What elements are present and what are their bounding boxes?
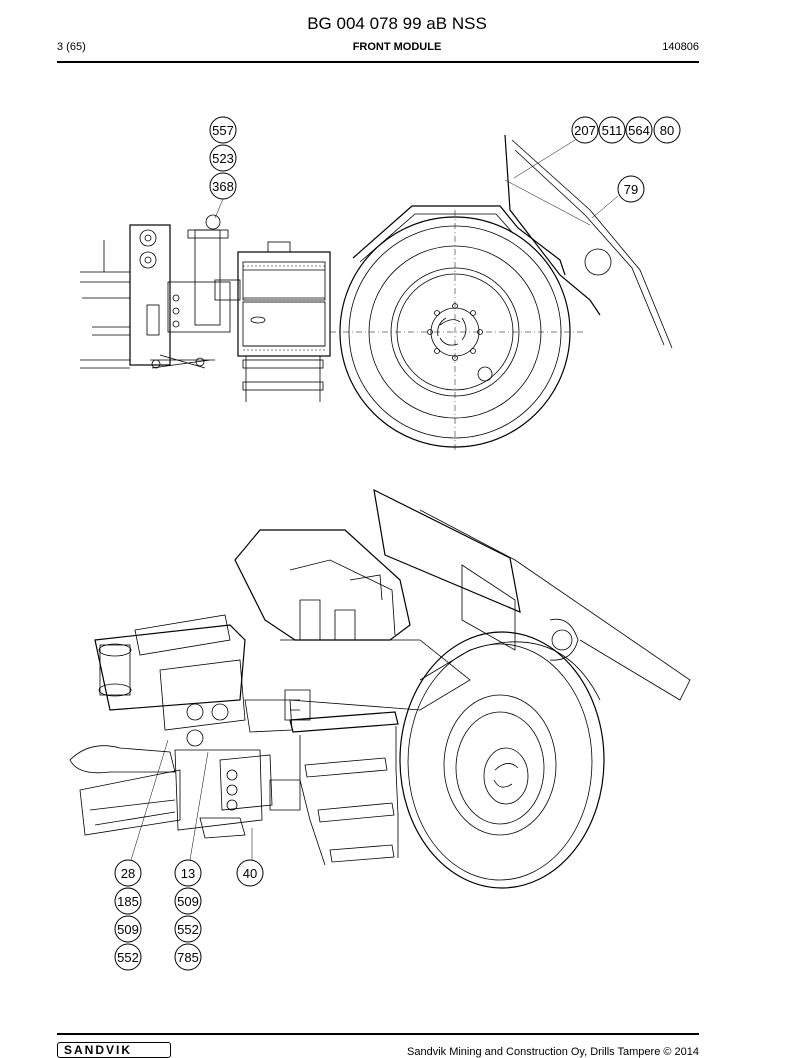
callout-557: 557 — [209, 116, 237, 144]
svg-text:785: 785 — [177, 950, 199, 965]
callout-509: 509 — [114, 915, 142, 943]
callout-80: 80 — [653, 116, 681, 144]
document-title: BG 004 078 99 aB NSS — [307, 14, 487, 33]
callout-523: 523 — [209, 144, 237, 172]
callout-368: 368 — [209, 172, 237, 200]
svg-text:552: 552 — [177, 922, 199, 937]
svg-text:40: 40 — [243, 866, 257, 881]
document-date: 140806 — [662, 41, 699, 53]
callout-40: 40 — [236, 859, 264, 887]
svg-text:28: 28 — [121, 866, 135, 881]
svg-text:552: 552 — [117, 950, 139, 965]
callout-552: 552 — [174, 915, 202, 943]
svg-text:557: 557 — [212, 123, 234, 138]
svg-text:13: 13 — [181, 866, 195, 881]
svg-text:523: 523 — [212, 151, 234, 166]
callout-564: 564 — [625, 116, 653, 144]
svg-text:79: 79 — [624, 182, 638, 197]
callout-552: 552 — [114, 943, 142, 971]
svg-text:185: 185 — [117, 894, 139, 909]
callout-785: 785 — [174, 943, 202, 971]
side-view-drawing — [80, 134, 673, 450]
footer-copyright: Sandvik Mining and Construction Oy, Dril… — [407, 1046, 699, 1058]
header-rule — [57, 61, 699, 63]
callout-185: 185 — [114, 887, 142, 915]
svg-text:207: 207 — [574, 123, 596, 138]
callout-leaders-bottom — [130, 739, 253, 861]
callout-13: 13 — [174, 859, 202, 887]
svg-text:511: 511 — [602, 123, 623, 138]
callout-509: 509 — [174, 887, 202, 915]
svg-text:564: 564 — [628, 123, 650, 138]
svg-text:368: 368 — [212, 179, 234, 194]
callout-leaders-top — [214, 139, 619, 219]
page-number: 3 (65) — [57, 41, 86, 53]
callout-79: 79 — [617, 175, 645, 203]
company-logo: SANDVIK — [57, 1042, 171, 1058]
callout-511: 511 — [598, 116, 626, 144]
callout-28: 28 — [114, 859, 142, 887]
svg-text:509: 509 — [117, 922, 139, 937]
isometric-view-drawing — [69, 488, 691, 889]
callout-207: 207 — [571, 116, 599, 144]
section-title: FRONT MODULE — [352, 41, 442, 53]
svg-text:80: 80 — [660, 123, 674, 138]
svg-text:509: 509 — [177, 894, 199, 909]
footer-rule — [57, 1033, 699, 1035]
